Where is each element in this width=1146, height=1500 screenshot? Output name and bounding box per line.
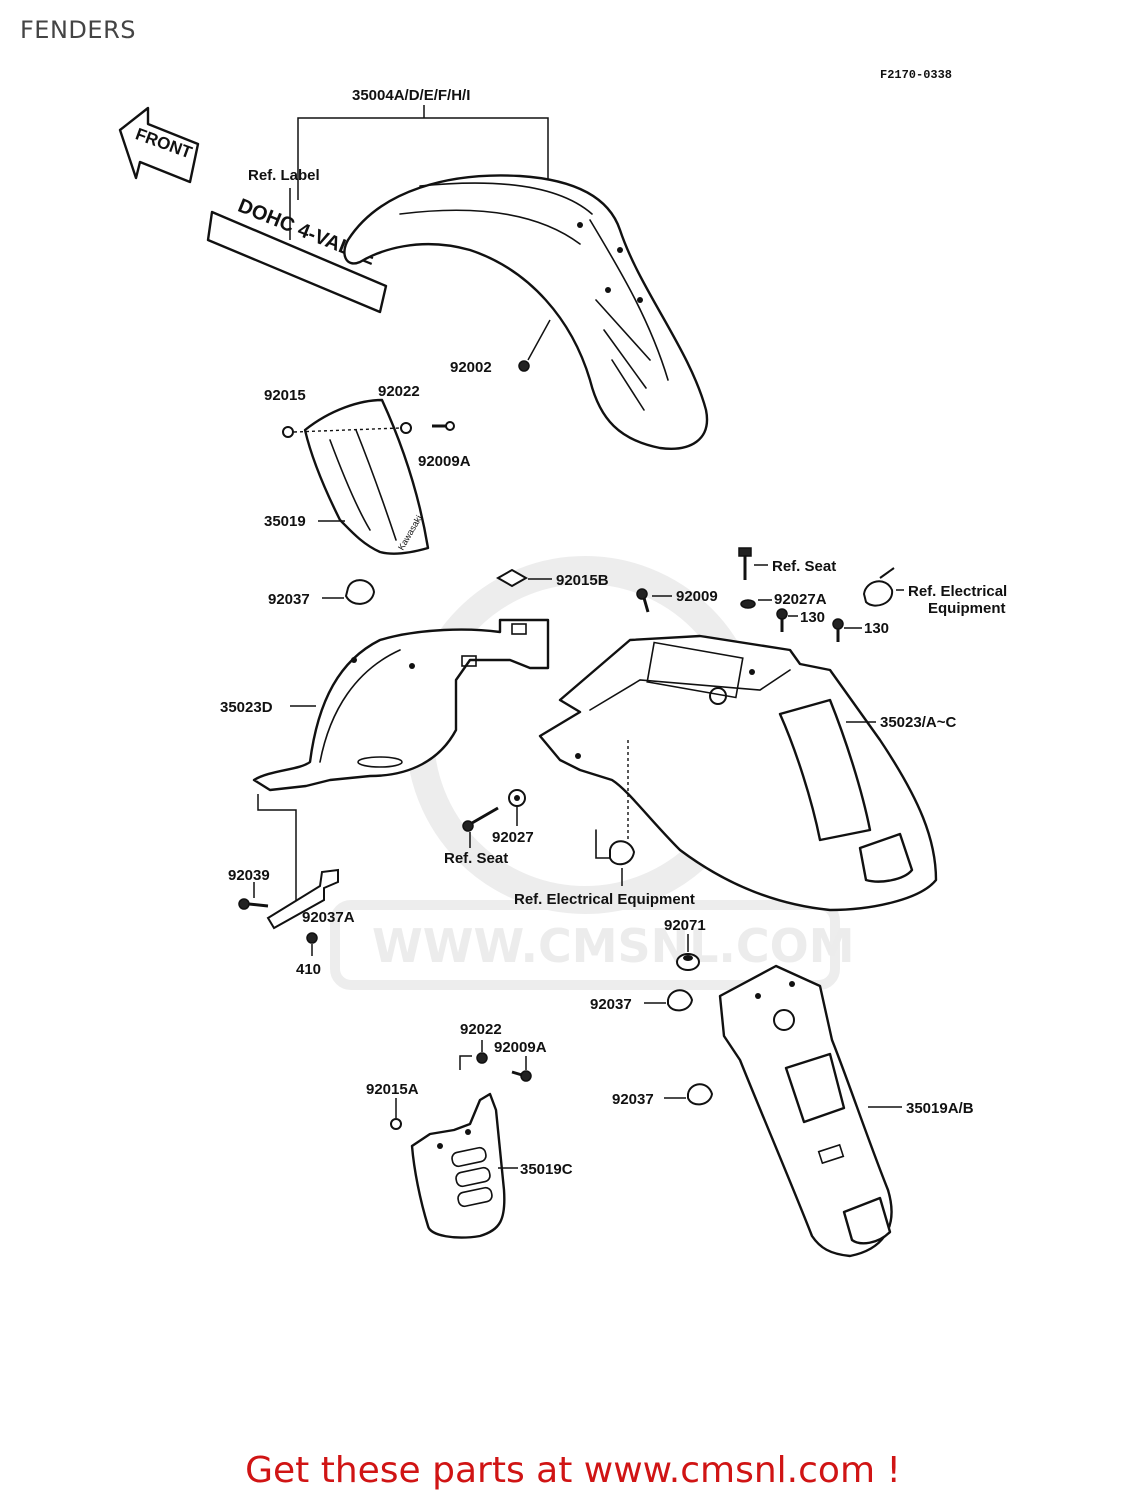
callout-ref-electrical-1: Ref. Electrical xyxy=(908,583,1007,600)
hardware-92015B xyxy=(495,568,529,588)
callout-92022-top: 92022 xyxy=(378,383,420,400)
hardware-92027 xyxy=(508,789,526,807)
hardware-92002 xyxy=(518,319,551,372)
hardware-ref-electrical-bracket xyxy=(595,829,636,866)
rear-flap-35019AB xyxy=(718,964,893,1258)
front-fender xyxy=(343,174,709,450)
callout-92015: 92015 xyxy=(264,387,306,404)
fender-shield-35019: Kawasaki xyxy=(303,398,430,555)
hardware-92009A-top xyxy=(432,421,455,431)
watermark-text: WWW.CMSNL.COM xyxy=(372,919,855,973)
callout-92009: 92009 xyxy=(676,588,718,605)
callout-ref-seat-mid: Ref. Seat xyxy=(444,850,508,867)
callout-ref-label: Ref. Label xyxy=(248,167,320,184)
callout-35023AC: 35023/A~C xyxy=(880,714,956,731)
callout-92015B: 92015B xyxy=(556,572,609,589)
hardware-92009A-bottom xyxy=(511,1070,532,1082)
callout-92027: 92027 xyxy=(492,829,534,846)
hardware-92037-mid xyxy=(667,989,694,1012)
callout-92009A-bottom: 92009A xyxy=(494,1039,547,1056)
callout-35019AB: 35019A/B xyxy=(906,1100,974,1117)
callout-92009A-top: 92009A xyxy=(418,453,471,470)
inner-rear-fender-35023D xyxy=(252,618,550,792)
callout-92037-low: 92037 xyxy=(612,1091,654,1108)
page-title: FENDERS xyxy=(20,16,136,44)
hardware-92022-bottom xyxy=(476,1052,488,1064)
callout-92037-left: 92037 xyxy=(268,591,310,608)
callout-ref-electrical-full: Ref. Electrical Equipment xyxy=(514,891,695,908)
hardware-ref-seat-bolt xyxy=(738,547,752,580)
bracket-92037A xyxy=(266,868,339,930)
callout-130-b: 130 xyxy=(864,620,889,637)
hardware-92037-low xyxy=(687,1083,714,1106)
hardware-92022-top xyxy=(400,422,412,434)
hardware-92015A xyxy=(390,1118,402,1130)
callout-92037A: 92037A xyxy=(302,909,355,926)
rear-shield-35019C xyxy=(410,1092,506,1239)
hardware-92071 xyxy=(676,953,700,971)
front-arrow-icon: FRONT xyxy=(118,106,200,184)
hardware-130-a xyxy=(776,608,788,632)
hardware-ref-electrical-clamp xyxy=(862,567,895,607)
hardware-92039 xyxy=(238,898,269,910)
callout-130-a: 130 xyxy=(800,609,825,626)
callout-35023D: 35023D xyxy=(220,699,273,716)
footer-link[interactable]: Get these parts at www.cmsnl.com ! xyxy=(245,1450,901,1491)
hardware-92009 xyxy=(636,588,650,613)
callout-35019C: 35019C xyxy=(520,1161,573,1178)
figure-code: F2170-0338 xyxy=(880,68,952,82)
fenders-diagram: WWW.CMSNL.COM F2170-0338 FRONT 35004A/D/… xyxy=(118,68,1007,1258)
callout-410: 410 xyxy=(296,961,321,978)
callout-92071: 92071 xyxy=(664,917,706,934)
hardware-92027A xyxy=(740,599,756,609)
rear-fender-35023 xyxy=(538,634,938,912)
hardware-ref-seat-bolt-mid xyxy=(462,806,499,832)
hardware-130-b xyxy=(832,618,844,642)
hardware-92037-left xyxy=(344,579,376,605)
hardware-92015 xyxy=(282,426,294,438)
callout-92037-mid: 92037 xyxy=(590,996,632,1013)
callout-92039: 92039 xyxy=(228,867,270,884)
callout-35019: 35019 xyxy=(264,513,306,530)
callout-35004: 35004A/D/E/F/H/I xyxy=(352,87,470,104)
callout-35004-bracket xyxy=(297,105,549,200)
callout-92027A: 92027A xyxy=(774,591,827,608)
callout-92015A: 92015A xyxy=(366,1081,419,1098)
hardware-410 xyxy=(306,932,318,944)
callout-92022-bottom: 92022 xyxy=(460,1021,502,1038)
callout-92002: 92002 xyxy=(450,359,492,376)
callout-ref-electrical-2: Equipment xyxy=(928,600,1006,617)
callout-ref-seat-top: Ref. Seat xyxy=(772,558,836,575)
